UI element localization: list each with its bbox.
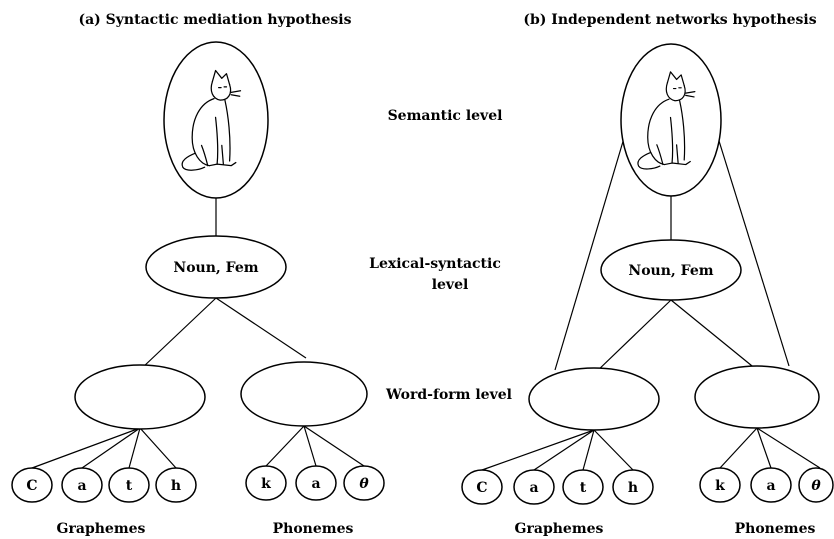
- panel-a: (a) Syntactic mediation hypothesis Noun,…: [11, 12, 385, 537]
- grapheme-wordform-node-a: [74, 364, 206, 430]
- grapheme-letters-b: C a t h: [461, 469, 654, 505]
- svg-text:θ: θ: [359, 476, 369, 492]
- panel-b-title: (b) Independent networks hypothesis: [523, 12, 816, 28]
- phoneme-wordform-node-a: [240, 361, 368, 427]
- grapheme-letter: h: [155, 467, 197, 503]
- svg-text:a: a: [529, 480, 538, 496]
- phoneme-letter: θ: [343, 465, 385, 501]
- semantic-node-a: [163, 41, 269, 199]
- edge-lexical-phonemes-a: [215, 297, 307, 359]
- phoneme-letters-a: k a θ: [245, 465, 385, 501]
- svg-text:t: t: [126, 478, 133, 494]
- edge-lexical-graphemes-b: [593, 299, 672, 375]
- edges-grapheme-letters-b: [481, 429, 634, 471]
- phoneme-letter: k: [699, 467, 741, 503]
- edge-lexical-graphemes-a: [141, 297, 217, 369]
- phoneme-letters-b: k a θ: [699, 467, 834, 503]
- edge-semantic-phonemes-b: [714, 127, 790, 367]
- svg-text:C: C: [26, 478, 37, 494]
- grapheme-letter: C: [11, 467, 53, 503]
- grapheme-letter: t: [562, 469, 604, 505]
- svg-text:k: k: [715, 478, 725, 494]
- lexical-node-label-a: Noun, Fem: [173, 260, 258, 276]
- svg-text:h: h: [171, 478, 181, 494]
- graphemes-label-a: Graphemes: [57, 521, 146, 537]
- graphemes-label-b: Graphemes: [515, 521, 604, 537]
- svg-text:t: t: [580, 480, 587, 496]
- phonemes-label-a: Phonemes: [273, 521, 354, 537]
- panel-b: (b) Independent networks hypothesis: [461, 12, 834, 537]
- grapheme-letter: t: [108, 467, 150, 503]
- edges-phoneme-letters-b: [719, 427, 821, 469]
- level-labels: Semantic level Lexical-syntactic level W…: [369, 108, 512, 403]
- edges-phoneme-letters-a: [265, 425, 365, 467]
- semantic-node-b: [620, 43, 722, 197]
- grapheme-letters-a: C a t h: [11, 467, 197, 503]
- grapheme-letter: a: [513, 469, 555, 505]
- phoneme-letter: k: [245, 465, 287, 501]
- svg-text:k: k: [261, 476, 271, 492]
- svg-text:C: C: [476, 480, 487, 496]
- phoneme-letter: a: [295, 465, 337, 501]
- semantic-level-label: Semantic level: [388, 108, 503, 124]
- edge-semantic-graphemes-b: [554, 127, 628, 371]
- edges-grapheme-letters-a: [31, 427, 177, 469]
- grapheme-wordform-node-b: [528, 367, 660, 431]
- lexical-node-a: Noun, Fem: [145, 235, 287, 299]
- lexical-node-label-b: Noun, Fem: [628, 263, 713, 279]
- edge-lexical-phonemes-b: [670, 299, 758, 371]
- grapheme-letter: C: [461, 469, 503, 505]
- grapheme-letter: a: [61, 467, 103, 503]
- svg-text:a: a: [311, 476, 320, 492]
- lexical-level-label-line2: level: [432, 277, 469, 293]
- lexical-node-b: Noun, Fem: [600, 239, 742, 301]
- panel-a-title: (a) Syntactic mediation hypothesis: [78, 12, 351, 28]
- svg-text:θ: θ: [811, 478, 821, 494]
- wordform-level-label: Word-form level: [385, 387, 512, 403]
- svg-text:a: a: [766, 478, 775, 494]
- svg-text:a: a: [77, 478, 86, 494]
- phonemes-label-b: Phonemes: [735, 521, 816, 537]
- phoneme-wordform-node-b: [694, 365, 820, 429]
- grapheme-letter: h: [612, 469, 654, 505]
- phoneme-letter: a: [750, 467, 792, 503]
- lexical-level-label-line1: Lexical-syntactic: [369, 256, 501, 272]
- phoneme-letter: θ: [798, 467, 834, 503]
- svg-text:h: h: [628, 480, 638, 496]
